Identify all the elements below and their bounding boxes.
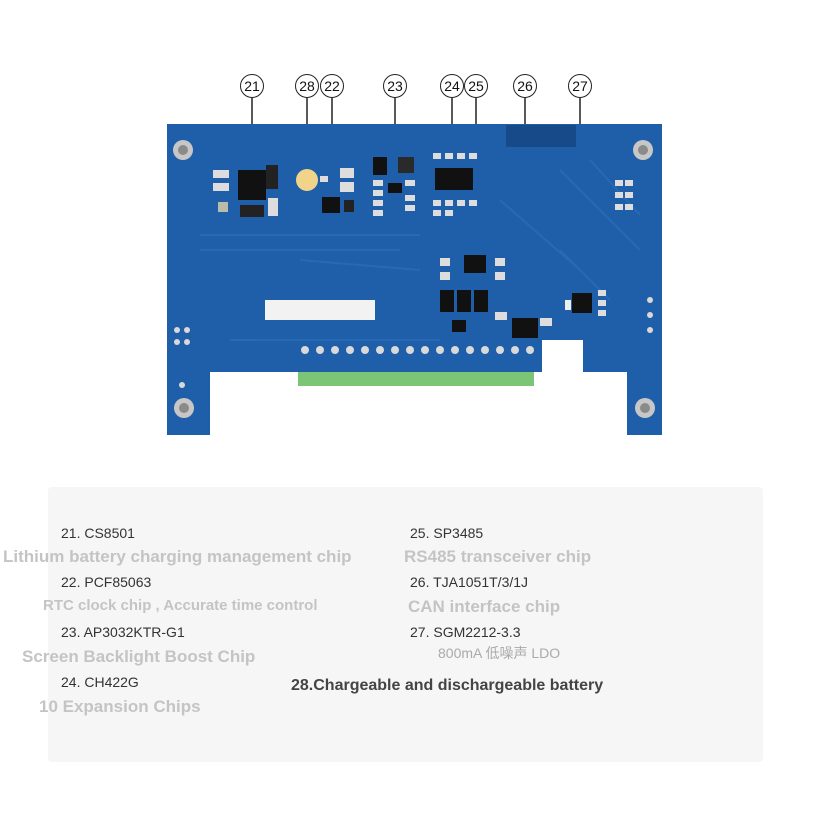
- legend-item-22-title: 22. PCF85063: [61, 574, 152, 590]
- legend-item-21-desc: Lithium battery charging management chip: [3, 547, 352, 566]
- callout-25: 25: [464, 74, 488, 98]
- legend-item-26-title: 26. TJA1051T/3/1J: [410, 574, 529, 590]
- legend-item-24-title: 24. CH422G: [61, 674, 139, 690]
- legend-item-25-title: 25. SP3485: [410, 525, 484, 541]
- callout-27: 27: [568, 74, 592, 98]
- legend-panel: [48, 487, 763, 762]
- legend-item-21-title: 21. CS8501: [61, 525, 135, 541]
- legend-item-23-desc: Screen Backlight Boost Chip: [22, 647, 256, 666]
- pin-header: [301, 346, 534, 354]
- callout-22: 22: [320, 74, 344, 98]
- legend-item-23-title: 23. AP3032KTR-G1: [61, 624, 185, 640]
- legend-item-24-desc: 10 Expansion Chips: [39, 697, 201, 716]
- green-terminal: [298, 372, 534, 386]
- legend-item-27-title: 27. SGM2212-3.3: [410, 624, 521, 640]
- legend-item-25-desc: RS485 transceiver chip: [404, 547, 592, 566]
- legend-item-26-desc: CAN interface chip: [408, 597, 561, 616]
- mounting-holes: [173, 140, 655, 418]
- legend-item-22-desc: RTC clock chip , Accurate time control: [43, 597, 318, 614]
- battery-note: 28.Chargeable and dischargeable battery: [291, 677, 604, 694]
- callout-28: 28: [295, 74, 319, 98]
- callout-26: 26: [513, 74, 537, 98]
- callout-24: 24: [440, 74, 464, 98]
- callout-23: 23: [383, 74, 407, 98]
- pcb-board: [167, 98, 662, 435]
- board-outline: [167, 124, 662, 435]
- callout-21: 21: [240, 74, 264, 98]
- legend-item-27-desc: 800mA 低噪声 LDO: [438, 645, 561, 661]
